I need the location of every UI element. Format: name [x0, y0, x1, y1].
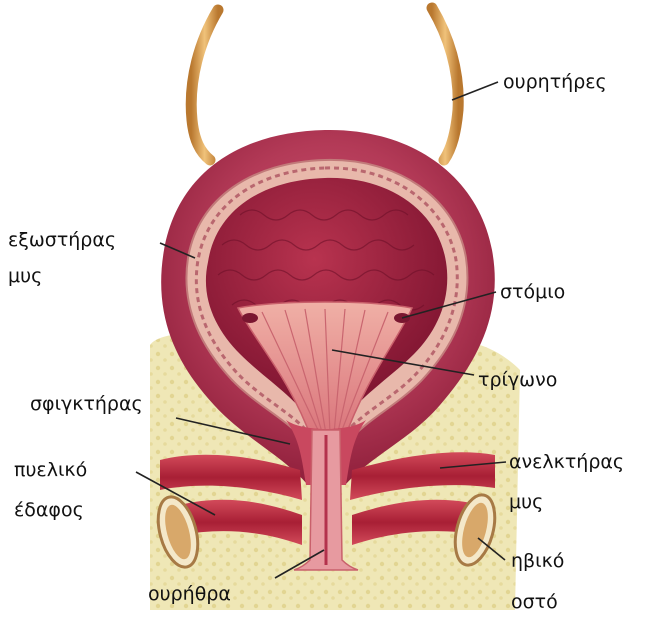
label-detrusor-line2: μυς [8, 264, 42, 288]
label-levator-line1: ανελκτήρας [509, 450, 624, 474]
left-ureter [191, 10, 218, 160]
label-pelvic-floor-line2: έδαφος [14, 498, 84, 522]
right-ureter [432, 8, 458, 160]
label-ureters: ουρητήρες [503, 70, 607, 94]
left-ureteral-orifice [242, 313, 258, 323]
label-levator-line2: μυς [509, 490, 543, 514]
label-trigone: τρίγωνο [478, 368, 557, 392]
label-orifice: στόμιο [500, 280, 565, 304]
label-pubic-bone-line2: οστό [511, 590, 558, 614]
label-urethra: ουρήθρα [148, 582, 231, 606]
label-pelvic-floor-line1: πυελικό [14, 458, 87, 482]
label-detrusor-line1: εξωστήρας [8, 228, 116, 252]
label-sphincter: σφιγκτήρας [30, 392, 143, 416]
label-pubic-bone-line1: ηβικό [511, 549, 564, 573]
